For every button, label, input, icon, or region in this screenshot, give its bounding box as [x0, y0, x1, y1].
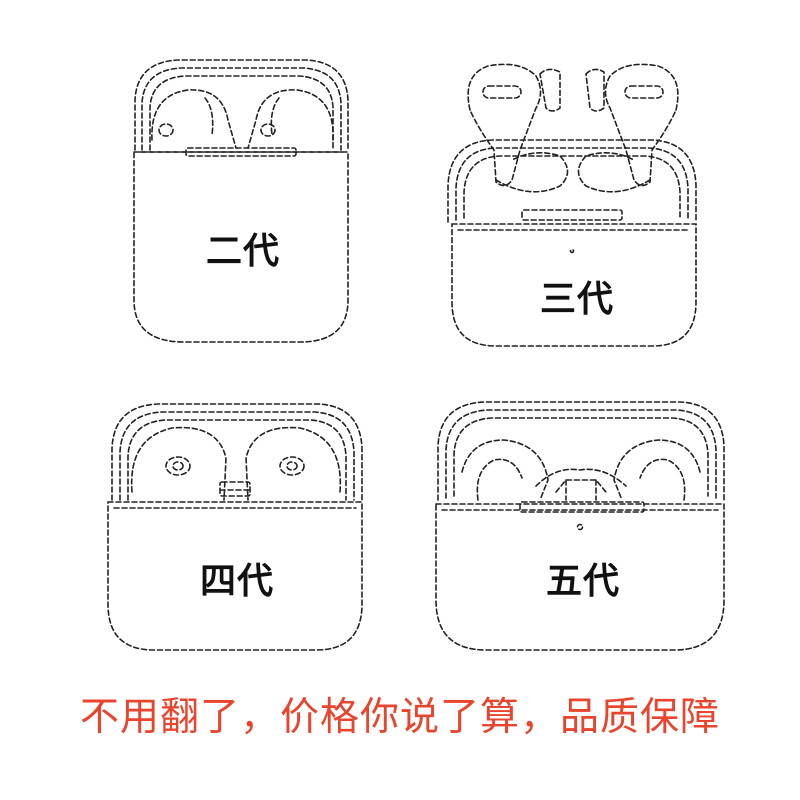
- case-gen3-drawing: [447, 63, 697, 347]
- case-gen5-drawing: [435, 401, 725, 651]
- case-gen2-drawing: [133, 59, 349, 343]
- promo-slogan: 不用翻了，价格你说了算，品质保障: [79, 695, 720, 740]
- case-gen5-label: 五代: [546, 561, 621, 602]
- case-gen4-drawing: [107, 403, 363, 651]
- case-gen2-label: 二代: [206, 231, 281, 272]
- case-gen4-label: 四代: [200, 561, 275, 602]
- case-gen3-label: 三代: [540, 279, 615, 320]
